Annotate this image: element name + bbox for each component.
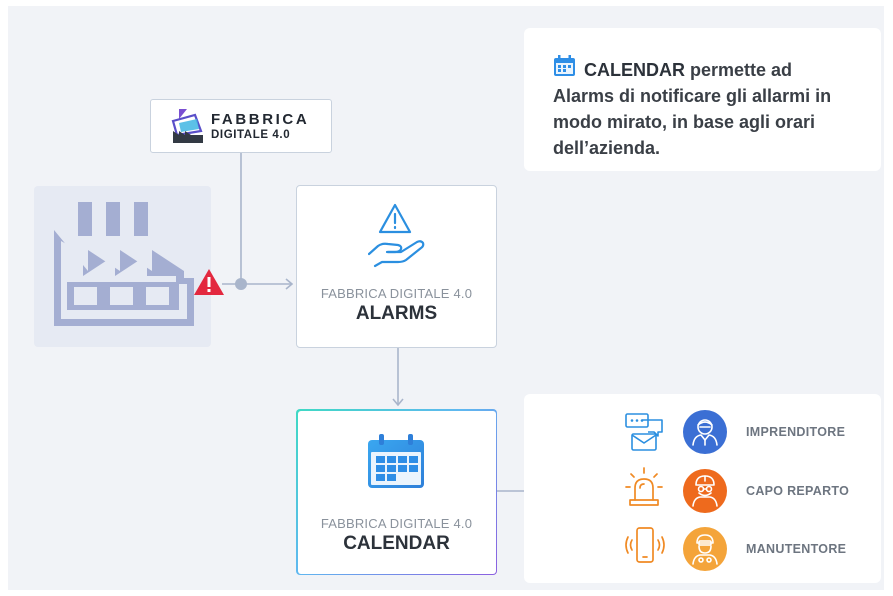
factory-icon [54,202,194,326]
brand-line2: DIGITALE 4.0 [211,129,291,141]
recipient-label-manutentore: MANUTENTORE [746,542,847,556]
businessman-icon [683,410,727,454]
foreman-icon [683,469,727,513]
fabbrica-logo-icon [171,109,203,143]
calendar-small-icon [554,55,575,76]
alarms-subtitle: FABBRICA DIGITALE 4.0 [320,286,473,301]
info-box [524,28,881,171]
brand-line1: FABBRICA [211,111,310,128]
siren-icon [625,467,663,506]
info-keyword: CALENDAR [584,60,685,80]
calendar-icon [367,433,424,488]
alarms-card: FABBRICA DIGITALE 4.0 ALARMS [296,185,497,348]
technician-icon [683,527,727,571]
info-description: permette ad Alarms di notificare gli all… [553,60,832,158]
recipient-label-capo-reparto: CAPO REPARTO [746,484,850,498]
factory-panel [34,186,211,347]
calendar-subtitle: FABBRICA DIGITALE 4.0 [320,515,473,531]
calendar-title: CALENDAR [343,532,450,554]
recipient-label-imprenditore: IMPRENDITORE [746,425,846,439]
brand-box: FABBRICA DIGITALE 4.0 [150,99,332,153]
info-text: CALENDAR permette ad Alarms di notificar… [553,57,843,161]
phone-vibrate-icon [625,527,665,563]
alarms-title: ALARMS [355,303,438,324]
message-icon [625,413,663,451]
hand-alert-icon [368,203,425,268]
calendar-card: FABBRICA DIGITALE 4.0 CALENDAR [296,409,497,575]
alert-icon [194,269,224,295]
